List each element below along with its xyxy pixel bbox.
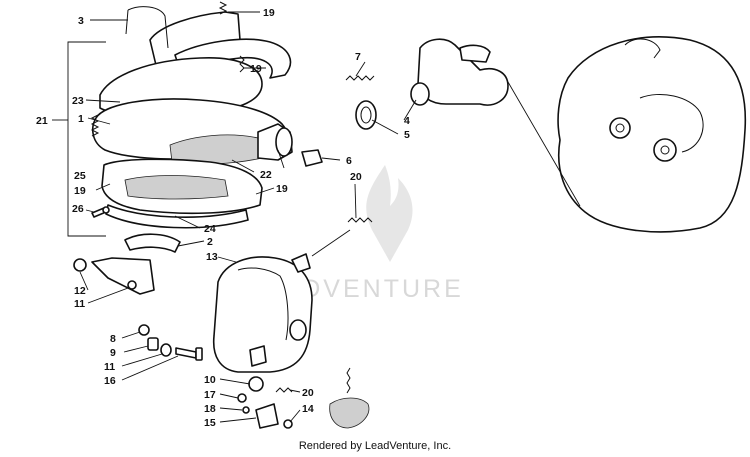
bracket-12 — [91, 257, 155, 295]
grommet-10 — [248, 376, 264, 392]
callout-26: 26 — [72, 203, 84, 215]
callout-2: 2 — [207, 236, 213, 248]
nut-12 — [73, 258, 87, 272]
callout-23: 23 — [72, 95, 84, 107]
base-shield — [105, 204, 249, 229]
washer-17 — [237, 393, 247, 403]
muffler-mount-tab — [249, 345, 267, 367]
callout-13: 13 — [206, 251, 218, 263]
spring-3 — [125, 6, 169, 49]
nut-8 — [138, 324, 150, 336]
heat-shield-14 — [329, 397, 370, 429]
callout-10: 10 — [204, 374, 216, 386]
callout-19-low-right: 19 — [276, 183, 288, 195]
render-credit: Rendered by LeadVenture, Inc. — [298, 440, 452, 452]
callout-16: 16 — [104, 375, 116, 387]
manifold-seal-5 — [355, 100, 377, 130]
callout-8: 8 — [110, 333, 116, 345]
callout-6: 6 — [346, 155, 352, 167]
spring-top-19 — [218, 1, 228, 15]
assembly-bracket-21 — [52, 41, 106, 237]
leader-lines — [79, 11, 417, 423]
callout-1: 1 — [78, 113, 84, 125]
callout-4: 4 — [404, 115, 410, 127]
callout-24: 24 — [204, 223, 216, 235]
muffler-inlet — [291, 253, 311, 273]
spring-20-right — [275, 387, 293, 393]
callout-19-low-left: 19 — [74, 185, 86, 197]
callout-5: 5 — [404, 129, 410, 141]
engine-case — [557, 36, 747, 233]
bolt-26-head — [102, 206, 110, 214]
callout-21: 21 — [36, 115, 48, 127]
bolt-16-head — [195, 347, 203, 361]
callout-11-lower: 11 — [104, 361, 115, 373]
bolt-16 — [175, 347, 197, 359]
expansion-chamber-group — [90, 1, 293, 253]
muffler-front-face — [237, 267, 289, 341]
callout-15: 15 — [204, 417, 216, 429]
manifold-group — [301, 38, 509, 167]
callout-9: 9 — [110, 347, 116, 359]
spring-7 — [345, 75, 375, 81]
engine-outline — [507, 36, 747, 233]
spacer-9 — [147, 337, 159, 351]
washer-11-upper — [127, 280, 137, 290]
callout-19-mid: 19 — [250, 63, 262, 75]
manifold-flange — [459, 44, 491, 63]
bracket-2 — [124, 233, 181, 253]
washer-11-lower — [160, 343, 172, 357]
mount-plate-15 — [255, 403, 279, 429]
manifold-port — [410, 82, 430, 106]
engine-cover — [639, 94, 704, 153]
spring-mid-19 — [239, 55, 245, 73]
spring-20-upper — [347, 217, 373, 223]
callout-22: 22 — [260, 169, 272, 181]
callout-7: 7 — [355, 51, 361, 63]
callouts: 3 19 23 21 1 19 7 4 5 6 25 22 19 19 20 2… — [36, 7, 410, 429]
callout-19-top: 19 — [263, 7, 275, 19]
callout-20-lower: 20 — [302, 387, 314, 399]
spring-20-lower — [346, 367, 351, 394]
chamber-lower-hatch — [124, 175, 229, 200]
muffler-body — [212, 256, 313, 373]
exhaust-manifold — [417, 38, 509, 106]
callout-12: 12 — [74, 285, 86, 297]
callout-20-upper: 20 — [350, 171, 362, 183]
callout-11-upper: 11 — [74, 298, 85, 310]
callout-3: 3 — [78, 15, 84, 27]
hardware-group — [73, 257, 293, 429]
callout-17: 17 — [204, 389, 216, 401]
engine-gear-a — [609, 117, 631, 139]
callout-14: 14 — [302, 403, 314, 415]
muffler-port — [289, 319, 307, 341]
grommet-6 — [301, 149, 323, 167]
washer-18 — [242, 406, 250, 414]
spring-25 — [90, 114, 100, 137]
outlet-opening — [275, 127, 293, 157]
engine-gear-b — [653, 138, 677, 162]
watermark-flame-icon — [366, 165, 413, 262]
engine-intake — [624, 38, 661, 59]
callout-18: 18 — [204, 403, 216, 415]
muffler-group — [212, 217, 373, 429]
callout-25: 25 — [74, 170, 86, 182]
